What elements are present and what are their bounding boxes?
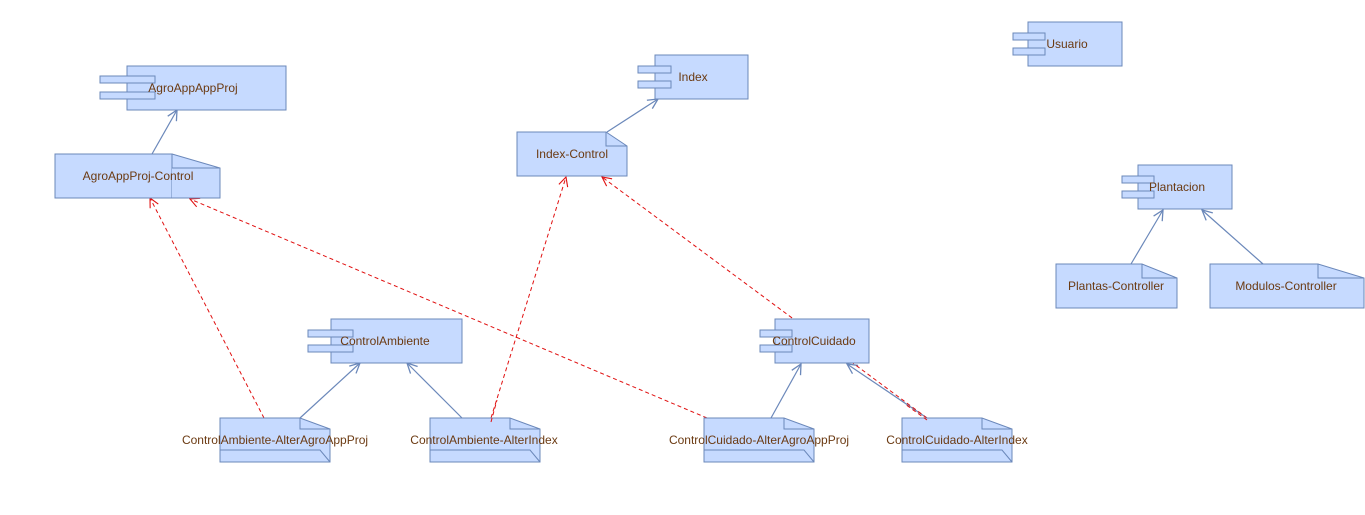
component-port-icon xyxy=(1012,32,1046,41)
component-port-icon xyxy=(1012,47,1046,56)
tape-label: ControlCuidado-AlterAgroAppProj xyxy=(669,433,849,447)
tape-label: ControlAmbiente-AlterAgroAppProj xyxy=(182,433,368,447)
document-label: Modulos-Controller xyxy=(1235,279,1336,293)
component-index[interactable]: Index xyxy=(637,54,749,100)
dep-ca-alteragro-to-agroappproj-control[interactable] xyxy=(150,198,265,419)
assoc-cc-alterindex-to-controlcuidado[interactable] xyxy=(847,364,928,419)
dashed-dependencies xyxy=(150,177,928,419)
dep-cc-alteragro-to-agroappproj-control[interactable] xyxy=(190,199,708,419)
component-label: ControlAmbiente xyxy=(340,334,430,348)
component-port-icon xyxy=(1121,175,1155,184)
component-agroappappproj[interactable]: AgroAppAppProj xyxy=(99,65,287,111)
assoc-agroappproj-control-to-agroappappproj[interactable] xyxy=(151,110,177,155)
component-label: Index xyxy=(678,70,707,84)
document-label: Plantas-Controller xyxy=(1068,279,1164,293)
document-index-control[interactable]: Index-Control xyxy=(516,131,628,177)
tape-controlambiente-alterindex[interactable]: ControlAmbiente-AlterIndex xyxy=(410,417,558,463)
document-plantas-controller[interactable]: Plantas-Controller xyxy=(1055,263,1178,309)
component-port-icon xyxy=(1121,190,1155,199)
component-port-icon xyxy=(637,80,672,89)
assoc-modulos-controller-to-plantacion[interactable] xyxy=(1202,210,1264,265)
component-port-icon xyxy=(99,91,156,100)
document-modulos-controller[interactable]: Modulos-Controller xyxy=(1209,263,1365,309)
assoc-cc-alteragro-to-controlcuidado[interactable] xyxy=(770,364,801,419)
document-agroappproj-control[interactable]: AgroAppProj-Control xyxy=(54,153,221,199)
tape-controlcuidado-alterindex[interactable]: ControlCuidado-AlterIndex xyxy=(886,417,1028,463)
component-port-icon xyxy=(637,65,672,74)
assoc-plantas-controller-to-plantacion[interactable] xyxy=(1130,210,1163,265)
assoc-ca-alteragro-to-controlambiente[interactable] xyxy=(299,363,360,419)
component-label: Plantacion xyxy=(1149,180,1205,194)
dependency-overlay xyxy=(490,399,928,423)
tape-controlcuidado-alteragroappproj[interactable]: ControlCuidado-AlterAgroAppProj xyxy=(669,417,849,463)
tape-label: ControlAmbiente-AlterIndex xyxy=(410,433,557,447)
component-label: ControlCuidado xyxy=(772,334,856,348)
assoc-index-control-to-index[interactable] xyxy=(606,99,658,133)
component-port-icon xyxy=(759,329,793,338)
assoc-ca-alterindex-to-controlambiente[interactable] xyxy=(407,363,463,419)
component-controlambiente[interactable]: ControlAmbiente xyxy=(307,318,463,364)
document-label: Index-Control xyxy=(536,147,608,161)
dep-ca-alterindex-to-index-control[interactable] xyxy=(490,177,566,419)
dep-overlay-ca-alterindex xyxy=(490,399,498,423)
component-port-icon xyxy=(99,75,156,84)
component-controlcuidado[interactable]: ControlCuidado xyxy=(759,318,870,364)
component-plantacion[interactable]: Plantacion xyxy=(1121,164,1233,210)
component-port-icon xyxy=(307,344,354,353)
component-usuario[interactable]: Usuario xyxy=(1012,21,1123,67)
component-port-icon xyxy=(759,344,793,353)
component-label: AgroAppAppProj xyxy=(148,81,237,95)
dep-overlay-cc-alterindex xyxy=(904,403,928,421)
solid-associations xyxy=(151,99,1264,419)
component-label: Usuario xyxy=(1046,37,1088,51)
document-label: AgroAppProj-Control xyxy=(83,169,194,183)
component-port-icon xyxy=(307,329,354,338)
tape-label: ControlCuidado-AlterIndex xyxy=(886,433,1027,447)
dep-cc-alterindex-to-index-control[interactable] xyxy=(602,177,928,419)
tape-controlambiente-alteragroappproj[interactable]: ControlAmbiente-AlterAgroAppProj xyxy=(182,417,368,463)
